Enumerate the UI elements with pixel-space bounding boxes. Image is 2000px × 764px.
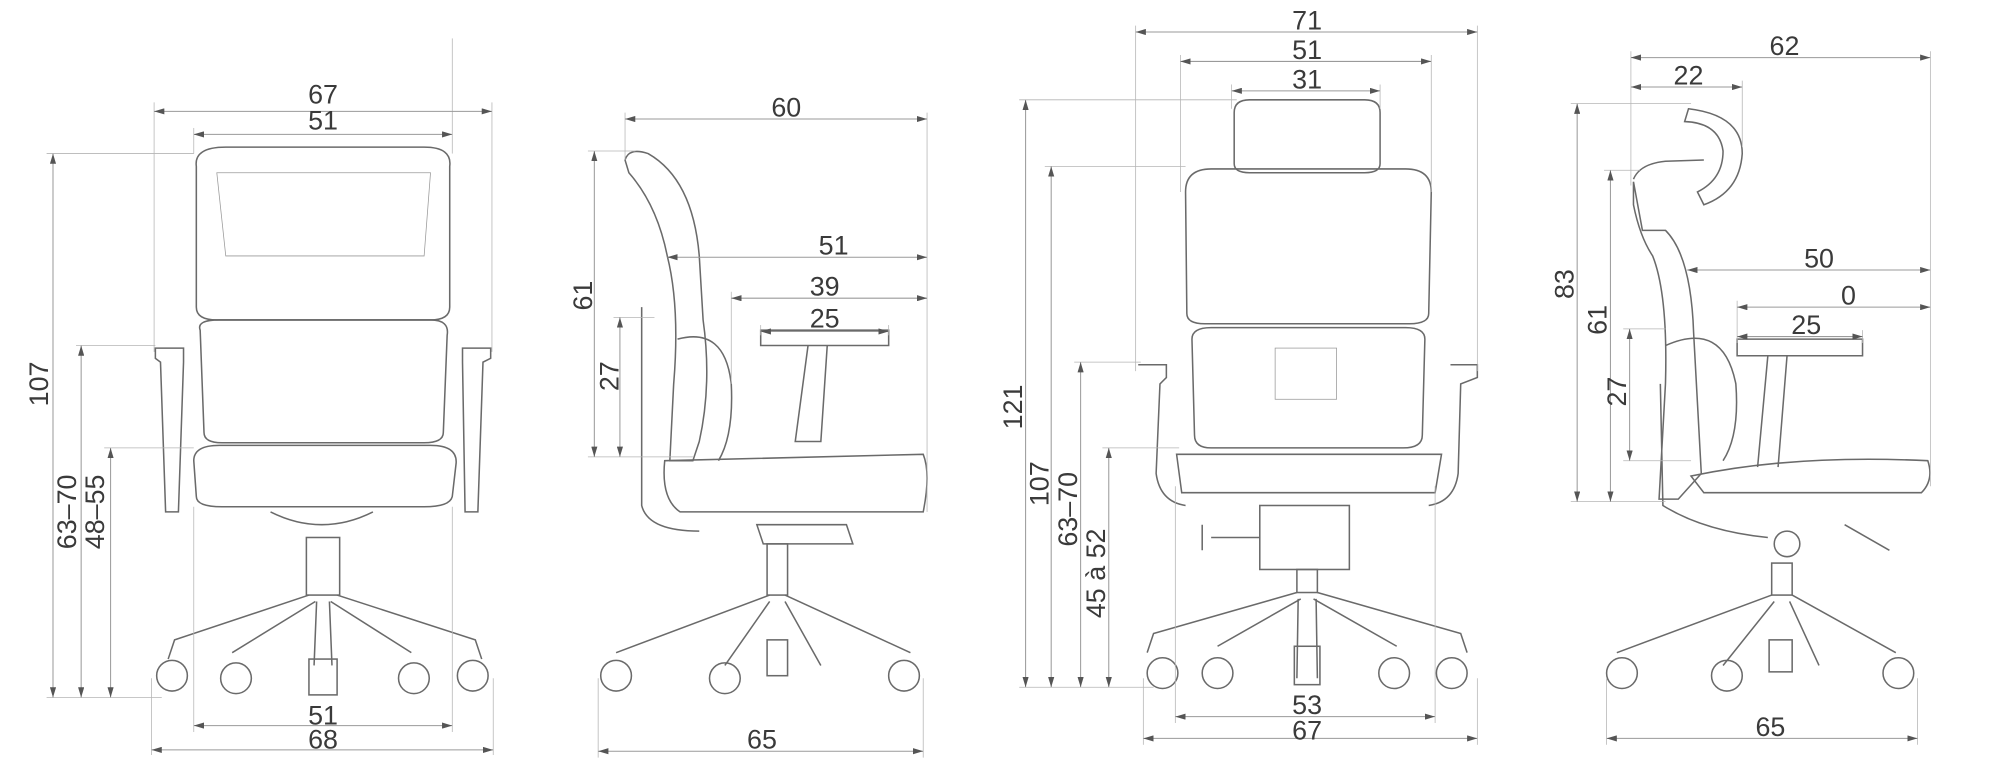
side-view: 60 51 39 25 61 27 65 [568, 92, 928, 758]
dimension-lines [587, 112, 928, 758]
dim-label: 48–55 [80, 475, 110, 550]
dim-label: 121 [998, 385, 1028, 430]
dim-label: 0 [1841, 281, 1856, 311]
dim-label: 63–70 [1053, 472, 1083, 547]
dim-label: 25 [810, 304, 840, 334]
dim-label: 45 à 52 [1081, 529, 1111, 619]
dim-label: 61 [568, 281, 598, 311]
chair-front-drawing [154, 146, 492, 696]
dim-label: 65 [747, 725, 777, 755]
dim-label: 50 [1804, 243, 1834, 273]
front-view: 67 51 107 63–70 48–55 51 68 [24, 38, 494, 756]
dim-label: 22 [1674, 60, 1704, 90]
dim-label: 51 [308, 105, 338, 135]
dimension-lines [1019, 25, 1478, 745]
dim-label: 27 [595, 361, 625, 391]
dim-label: 68 [308, 725, 338, 755]
dim-label: 65 [1755, 712, 1785, 742]
dim-label: 25 [1791, 310, 1821, 340]
dim-label: 83 [1549, 269, 1579, 299]
dim-label: 61 [1583, 305, 1613, 335]
dim-label: 67 [1292, 716, 1322, 746]
dim-label: 62 [1770, 31, 1800, 61]
dim-label: 107 [1025, 461, 1055, 506]
dim-label: 51 [308, 700, 338, 730]
dim-label: 51 [1292, 35, 1322, 65]
dim-label: 31 [1292, 64, 1322, 94]
dim-label: 107 [24, 362, 54, 407]
dim-label: 53 [1292, 690, 1322, 720]
chair-side-drawing [599, 150, 928, 695]
dim-label: 67 [308, 80, 338, 110]
chair-front-headrest-drawing [1138, 99, 1479, 690]
dim-label: 71 [1292, 5, 1322, 35]
dimension-lines [46, 38, 494, 756]
front-view-headrest: 71 51 31 121 107 63–70 45 à 52 53 67 [998, 5, 1479, 746]
chair-side-headrest-drawing [1605, 107, 1931, 692]
dim-label: 39 [810, 272, 840, 302]
dim-label: 60 [771, 92, 801, 122]
dim-label: 27 [1602, 377, 1632, 407]
dimension-lines [1570, 51, 1931, 745]
dim-label: 63–70 [52, 475, 82, 550]
side-view-headrest: 62 22 50 0 25 83 61 27 65 [1549, 31, 1931, 745]
dim-label: 51 [819, 231, 849, 261]
